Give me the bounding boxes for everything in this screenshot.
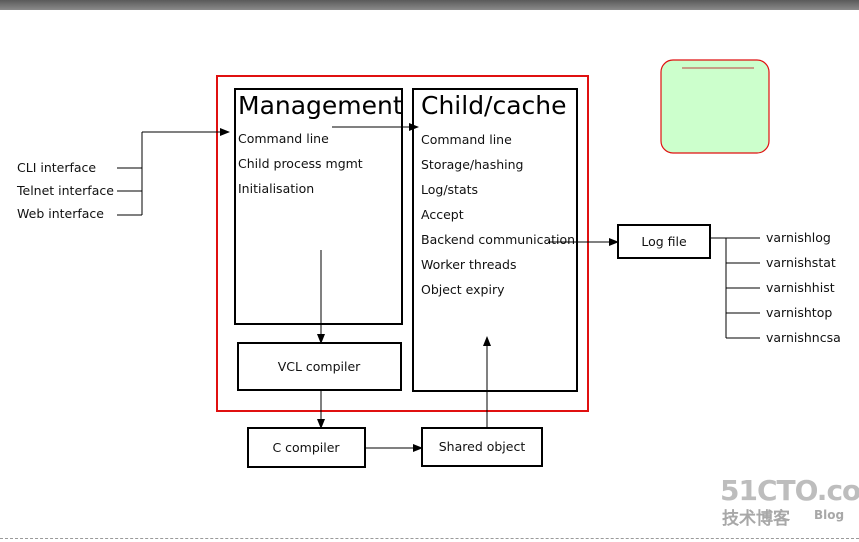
child-item: Accept	[421, 207, 464, 222]
management-item: Child process mgmt	[238, 156, 363, 171]
watermark-site: 51CTO.com	[720, 474, 859, 507]
top-toolbar-strip	[0, 0, 859, 10]
management-item: Initialisation	[238, 181, 314, 196]
input-connector	[117, 132, 143, 216]
child-item: Backend communication	[421, 232, 575, 247]
child-item: Object expiry	[421, 282, 505, 297]
child-item: Command line	[421, 132, 512, 147]
watermark-sub: 技术博客	[722, 508, 791, 529]
vcl-compiler-label: VCL compiler	[278, 359, 361, 374]
child-item: Worker threads	[421, 257, 517, 272]
shared-object-label: Shared object	[439, 439, 526, 454]
input-label: CLI interface	[17, 160, 96, 175]
input-label: Web interface	[17, 206, 104, 221]
log-tool-label: varnishlog	[766, 230, 831, 245]
note-box	[660, 59, 770, 154]
page-bottom-divider	[0, 538, 859, 539]
child-cache-title: Child/cache	[421, 91, 567, 120]
log-tool-label: varnishhist	[766, 280, 835, 295]
management-box	[234, 88, 403, 325]
varnish-boundary	[216, 75, 589, 412]
management-item: Command line	[238, 131, 329, 146]
c-compiler-label: C compiler	[272, 440, 340, 455]
management-title: Management	[238, 91, 403, 120]
input-label: Telnet interface	[16, 183, 114, 198]
child-cache-box	[412, 88, 578, 392]
log-file-label: Log file	[641, 234, 687, 249]
child-item: Storage/hashing	[421, 157, 523, 172]
log-tool-label: varnishncsa	[766, 330, 841, 345]
watermark-blog: Blog	[814, 508, 844, 522]
log-tool-label: varnishstat	[766, 255, 836, 270]
log-tool-label: varnishtop	[766, 305, 832, 320]
log-tools-connector	[710, 237, 760, 339]
child-item: Log/stats	[421, 182, 478, 197]
